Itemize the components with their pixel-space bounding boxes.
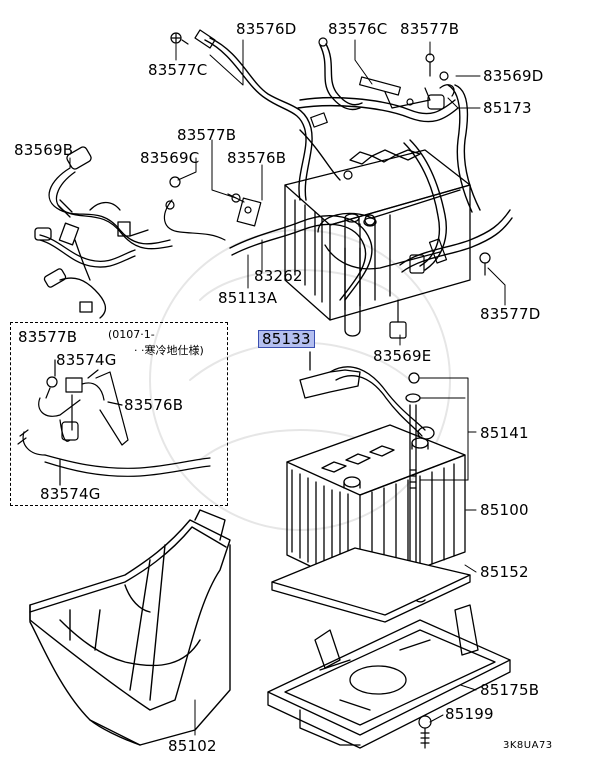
inset-note-line2: · ·寒冷地仕様) [134,344,204,357]
battery-tray [267,604,511,749]
left-sub-harness [34,146,173,319]
upper-clamp-bar [317,189,461,337]
label-83577B-top[interactable]: 83577B [400,20,460,38]
inset-detail [17,359,211,486]
label-83577D[interactable]: 83577D [480,305,541,323]
leader-lines-upper [69,39,506,346]
upper-battery [284,149,471,321]
diagram-code: 3K8UA73 [503,740,553,751]
label-85199[interactable]: 85199 [445,705,494,723]
label-83576C[interactable]: 83576C [328,20,388,38]
bolt-85199 [418,715,432,749]
label-83262[interactable]: 83262 [254,267,303,285]
label-85173[interactable]: 85173 [483,99,532,117]
label-83577C[interactable]: 83577C [148,61,208,79]
label-83569D[interactable]: 83569D [483,67,544,85]
inset-box [10,322,228,506]
label-85100[interactable]: 85100 [480,501,529,519]
label-83569B[interactable]: 83569B [14,141,74,159]
label-85175B[interactable]: 85175B [480,681,540,699]
label-83574G-top[interactable]: 83574G [56,351,117,369]
label-85152[interactable]: 85152 [480,563,529,581]
label-85133-highlighted[interactable]: 85133 [258,330,315,348]
battery-box [29,509,231,746]
label-83576B-mid[interactable]: 83576B [227,149,287,167]
main-harness [204,37,513,301]
label-83569C[interactable]: 83569C [140,149,200,167]
harness-connectors [236,76,455,339]
insulator-pad [271,547,471,623]
label-85113A[interactable]: 85113A [218,289,278,307]
label-83569E[interactable]: 83569E [373,347,432,365]
fasteners-upper [163,29,491,276]
label-85141[interactable]: 85141 [480,424,529,442]
label-83576B-inset[interactable]: 83576B [124,396,184,414]
label-83577B-mid[interactable]: 83577B [177,126,237,144]
label-85102[interactable]: 85102 [168,737,217,755]
cable-85133 [299,351,435,440]
inset-note-line1: (0107·1- [108,328,155,341]
label-83576D[interactable]: 83576D [236,20,297,38]
label-83577B-inset[interactable]: 83577B [18,328,78,346]
label-83574G-bottom[interactable]: 83574G [40,485,101,503]
main-battery [286,424,466,591]
